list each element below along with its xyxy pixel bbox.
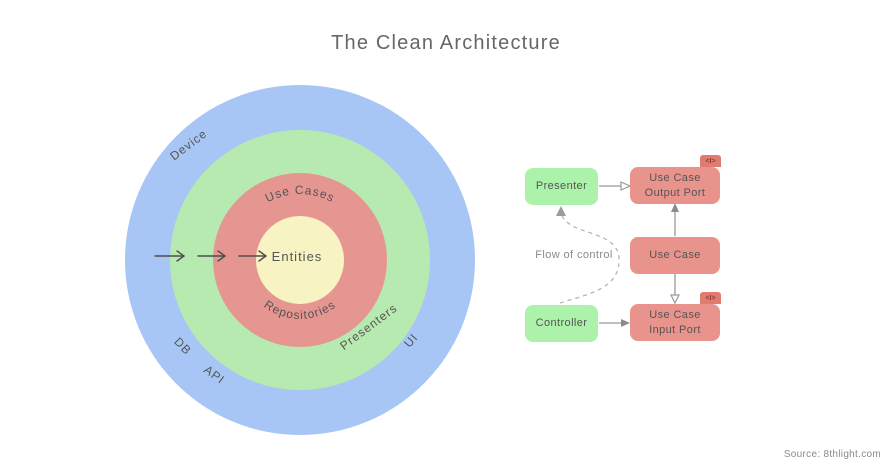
arrow-controller-to-input-port [599, 319, 630, 327]
interface-tag-input-port: <I> [700, 292, 721, 304]
arrow-use-case-to-input-port [670, 274, 680, 305]
interface-tag-output-port: <I> [700, 155, 721, 167]
input-port-label-line2: Input Port [649, 323, 701, 336]
input-port-label-line1: Use Case [649, 309, 701, 322]
flow-of-control-label: Flow of control [535, 249, 613, 261]
presenter-box: Presenter [525, 168, 598, 205]
inward-arrow-2 [197, 250, 227, 262]
page-title: The Clean Architecture [331, 32, 561, 54]
controller-box-label: Controller [535, 317, 588, 330]
ring-label-ui: UI [401, 331, 421, 351]
arrow-presenter-to-output-port [599, 181, 632, 191]
source-credit: Source: 8thlight.com [783, 449, 881, 460]
inward-arrow-1 [154, 250, 186, 262]
arrow-use-case-to-output-port [671, 203, 679, 236]
inward-arrow-3 [238, 250, 268, 262]
presenter-box-label: Presenter [535, 180, 588, 193]
interface-tag-label: <I> [705, 157, 716, 165]
output-port-label-line1: Use Case [649, 172, 701, 185]
use-case-box-label: Use Case [649, 249, 701, 262]
flow-of-control-curve [556, 206, 620, 304]
controller-box: Controller [525, 305, 598, 342]
ring-core-circle [256, 216, 344, 304]
interface-tag-label: <I> [705, 294, 716, 302]
input-port-box: Use Case Input Port [630, 304, 720, 341]
use-case-box: Use Case [630, 237, 720, 274]
output-port-box: Use Case Output Port [630, 167, 720, 204]
ring-label-entities: Entities [272, 249, 323, 264]
output-port-label-line2: Output Port [644, 186, 706, 199]
